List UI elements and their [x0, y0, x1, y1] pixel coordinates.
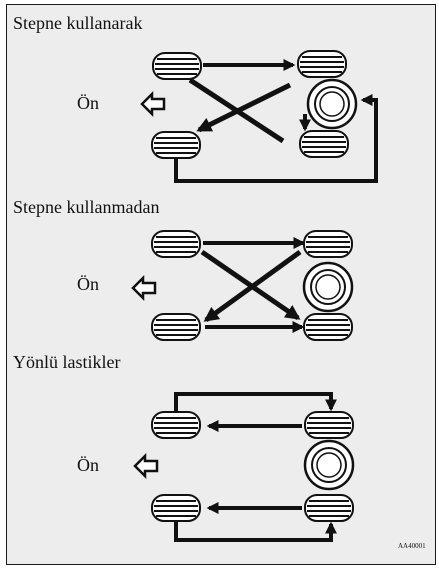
front-arrow-icon [133, 454, 159, 478]
section-heading-directional: Yönlü lastikler [13, 352, 120, 372]
tire-icon-rear-left [151, 313, 201, 341]
front-label-2: Ön [77, 274, 99, 294]
section-heading-without-spare: Stepne kullanmadan [13, 197, 159, 217]
spare-tire-icon [302, 261, 354, 313]
tire-icon-rear-left [151, 131, 201, 159]
figure-code: AA40001 [398, 542, 426, 550]
tire-icon-rear-right [303, 313, 353, 341]
tire-icon-front-left [151, 230, 201, 258]
spare-tire-icon [306, 78, 358, 130]
rotation-arrow-fl-to-fr [174, 392, 337, 412]
front-label-1: Ön [77, 93, 99, 113]
tire-icon-front-left [151, 411, 201, 439]
tire-icon-rear-right [299, 130, 349, 158]
front-arrow-icon [140, 92, 166, 116]
rotation-arrow-fr-to-rl [196, 82, 292, 133]
tire-icon-rear-left [151, 494, 201, 522]
tire-icon-front-right [304, 411, 354, 439]
rotation-arrow-fl-to-rr [188, 77, 285, 144]
rotation-arrow-fr-to-rl [203, 249, 302, 323]
front-arrow-icon [131, 276, 157, 300]
spare-tire-icon [303, 439, 355, 491]
tire-icon-front-left [152, 52, 202, 80]
section-heading-with-spare: Stepne kullanarak [13, 13, 142, 33]
rotation-arrow-rl-to-rr [174, 521, 337, 542]
rotation-arrow-fl-to-rr [200, 249, 301, 321]
tire-icon-front-right [297, 50, 347, 78]
tire-icon-rear-right [304, 494, 354, 522]
front-label-3: Ön [77, 455, 99, 475]
rotation-arrow-rl-to-spare [174, 94, 378, 183]
tire-icon-front-right [303, 230, 353, 258]
